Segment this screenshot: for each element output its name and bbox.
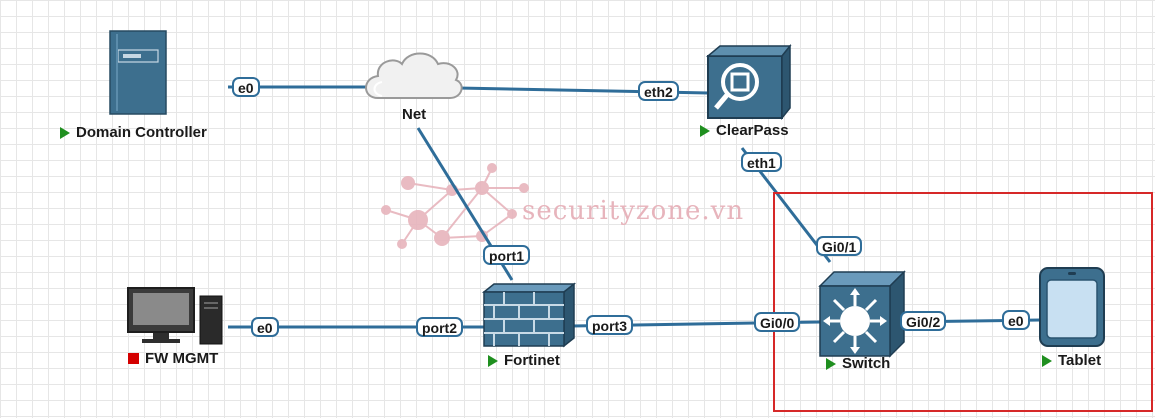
running-status-icon: [700, 124, 710, 137]
server-icon[interactable]: [109, 30, 167, 115]
node-name: Tablet: [1058, 352, 1102, 369]
node-label-switch[interactable]: Switch: [826, 355, 890, 372]
port-label-dc-e0[interactable]: e0: [232, 77, 260, 97]
cloud-icon[interactable]: [365, 52, 463, 99]
port-label-fortinet-port3[interactable]: port3: [586, 315, 633, 335]
firewall-icon[interactable]: [481, 282, 577, 348]
node-name: Switch: [842, 355, 891, 372]
stopped-status-icon: [128, 353, 139, 364]
running-status-icon: [1042, 354, 1052, 367]
clearpass-appliance-icon[interactable]: [705, 43, 792, 121]
port-label-clearpass-eth1[interactable]: eth1: [741, 152, 782, 172]
node-name: Fortinet: [504, 352, 560, 369]
node-label-net[interactable]: Net: [402, 106, 426, 123]
running-status-icon: [60, 126, 70, 139]
port-label-fortinet-port1[interactable]: port1: [483, 245, 530, 265]
running-status-icon: [826, 357, 836, 370]
running-status-icon: [488, 354, 498, 367]
port-label-clearpass-eth2[interactable]: eth2: [638, 81, 679, 101]
switch-icon[interactable]: [818, 270, 906, 358]
port-label-fwmgmt-e0[interactable]: e0: [251, 317, 279, 337]
node-name: FW MGMT: [145, 350, 219, 367]
node-name: ClearPass: [716, 122, 789, 139]
port-label-switch-gi02[interactable]: Gi0/2: [900, 311, 947, 331]
node-label-fw-mgmt[interactable]: FW MGMT: [128, 350, 218, 367]
port-label-tablet-e0[interactable]: e0: [1002, 310, 1030, 330]
node-label-tablet[interactable]: Tablet: [1042, 352, 1101, 369]
tablet-icon[interactable]: [1039, 267, 1105, 347]
workstation-icon[interactable]: [127, 287, 223, 345]
port-label-switch-gi00[interactable]: Gi0/0: [754, 312, 801, 332]
port-label-switch-gi01[interactable]: Gi0/1: [816, 236, 863, 256]
node-label-domain-controller[interactable]: Domain Controller: [60, 124, 207, 141]
selection-rectangle: [773, 192, 1153, 412]
watermark-text: securityzone.vn: [522, 196, 745, 226]
port-label-fortinet-port2[interactable]: port2: [416, 317, 463, 337]
node-name: Net: [402, 106, 427, 123]
watermark-logo-icon: [381, 163, 529, 249]
node-name: Domain Controller: [76, 124, 207, 141]
node-label-clearpass[interactable]: ClearPass: [700, 122, 789, 139]
node-label-fortinet[interactable]: Fortinet: [488, 352, 560, 369]
